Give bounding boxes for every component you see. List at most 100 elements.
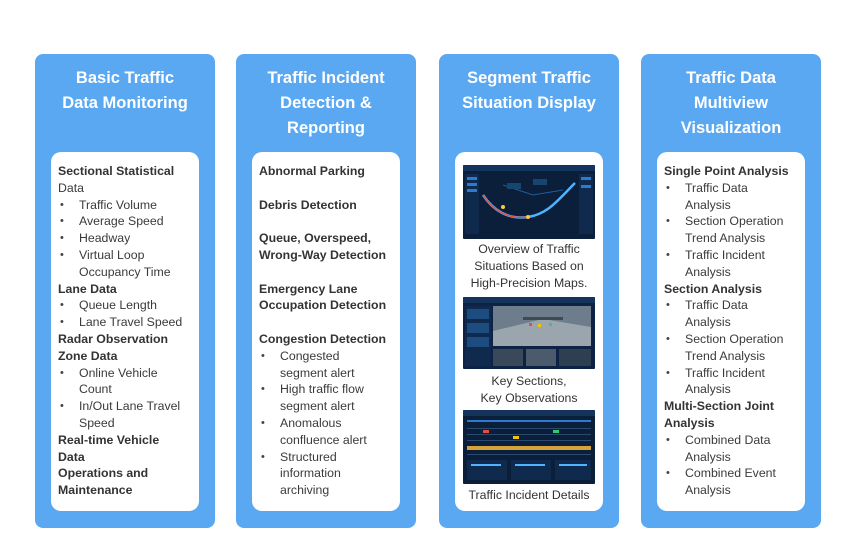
card-title-line: Situation Display	[462, 94, 596, 112]
card-title-line: Traffic Incident	[267, 69, 385, 87]
card-title-line: Visualization	[680, 119, 782, 137]
bullet-item-continuation: Analysis	[685, 449, 731, 464]
bullet-item: Combined Event	[664, 465, 802, 482]
card-title: Traffic Incident Detection & Reporting	[236, 66, 416, 141]
section-heading: Zone Data	[58, 348, 118, 363]
card-title-line: Detection &	[280, 94, 372, 112]
bullet-item: Traffic Data	[664, 180, 802, 197]
map-overview-caption: Overview of Traffic Situations Based on …	[455, 241, 603, 291]
bullet-item-continuation: archiving	[280, 483, 330, 498]
caption-line: High-Precision Maps.	[470, 275, 588, 290]
bullet-item-continuation: segment alert	[280, 365, 355, 380]
bullet-item: Online Vehicle	[58, 365, 196, 382]
bullet-item-continuation: Analysis	[685, 197, 731, 212]
bullet-item: Traffic Incident	[664, 365, 802, 382]
section-heading: Analysis	[664, 415, 715, 430]
card-title-line: Data Monitoring	[62, 94, 188, 112]
card-body: Overview of Traffic Situations Based on …	[455, 152, 603, 511]
card-title: Traffic Data Multiview Visualization	[641, 66, 821, 141]
bullet-item: Traffic Volume	[58, 197, 196, 214]
bullet-item-continuation: Analysis	[685, 264, 731, 279]
caption-line: Overview of Traffic	[478, 242, 580, 256]
bullet-item-continuation: segment alert	[280, 399, 355, 414]
section-heading: Debris Detection	[259, 197, 357, 212]
section-heading: Abnormal Parking	[259, 164, 365, 178]
map-overview-image	[463, 165, 595, 234]
bullet-item: Anomalous	[259, 415, 397, 432]
bullet-item-continuation: Speed	[79, 415, 115, 430]
bullet-item-continuation: Trend Analysis	[685, 348, 766, 363]
caption-line: Traffic Incident Details	[468, 488, 590, 502]
spacer	[259, 213, 397, 230]
card-title: Segment Traffic Situation Display	[439, 66, 619, 116]
section-heading: Radar Observation	[58, 331, 169, 346]
bullet-item-continuation: Occupancy Time	[79, 264, 171, 279]
bullet-item: Congested	[259, 348, 397, 365]
card-title: Basic Traffic Data Monitoring	[35, 66, 215, 116]
bullet-item: Queue Length	[58, 297, 196, 314]
card-title-line: Basic Traffic	[75, 69, 175, 87]
card-basic-traffic-data-monitoring: Basic Traffic Data Monitoring Sectional …	[35, 54, 215, 528]
section-heading: Lane Data	[58, 281, 117, 296]
bullet-item-continuation: information	[280, 466, 341, 481]
section-heading: Multi-Section Joint	[664, 399, 774, 414]
card-body: Single Point AnalysisTraffic DataAnalysi…	[657, 152, 805, 511]
bullet-item-continuation: Trend Analysis	[685, 231, 766, 246]
bullet-item: Section Operation	[664, 213, 802, 230]
bullet-item: Section Operation	[664, 331, 802, 348]
bullet-item: Lane Travel Speed	[58, 314, 196, 331]
bullet-item: In/Out Lane Travel	[58, 398, 196, 415]
key-sections-image	[463, 297, 595, 366]
section-heading: Congestion Detection	[259, 331, 387, 346]
bullet-item: Average Speed	[58, 213, 196, 230]
bullet-item: Combined Data	[664, 432, 802, 449]
bullet-item: Virtual Loop	[58, 247, 196, 264]
section-heading: Real-time Vehicle	[58, 432, 160, 447]
card-title-line: Traffic Data	[686, 69, 776, 87]
key-sections-screenshot	[463, 297, 595, 369]
section-heading: Queue, Overspeed,	[259, 231, 372, 246]
bullet-item: Traffic Incident	[664, 247, 802, 264]
card-segment-traffic-situation: Segment Traffic Situation Display	[439, 54, 619, 528]
bullet-item: High traffic flow	[259, 381, 397, 398]
spacer	[259, 314, 397, 331]
section-heading: Sectional Statistical	[58, 164, 175, 178]
bullet-item-continuation: Analysis	[685, 483, 731, 498]
card-title-line: Reporting	[287, 119, 365, 137]
bullet-item-continuation: Analysis	[685, 315, 731, 330]
bullet-item-continuation: confluence alert	[280, 432, 367, 447]
caption-line: Situations Based on	[474, 258, 584, 273]
feature-list: Single Point AnalysisTraffic DataAnalysi…	[664, 163, 802, 499]
bullet-item-continuation: Analysis	[685, 382, 731, 397]
section-heading: Occupation Detection	[259, 298, 387, 313]
card-traffic-incident-detection: Traffic Incident Detection & Reporting A…	[236, 54, 416, 528]
card-traffic-data-visualization: Traffic Data Multiview Visualization Sin…	[641, 54, 821, 528]
section-heading: Operations and	[58, 466, 149, 481]
spacer	[259, 180, 397, 197]
section-heading: Maintenance	[58, 483, 133, 498]
card-body: Sectional StatisticalDataTraffic VolumeA…	[51, 152, 199, 511]
section-heading: Emergency Lane	[259, 281, 358, 296]
bullet-item: Structured	[259, 449, 397, 466]
bullet-item: Headway	[58, 230, 196, 247]
caption-line: Key Sections,	[491, 374, 567, 388]
key-sections-caption: Key Sections, Key Observations	[455, 373, 603, 407]
section-heading: Section Analysis	[664, 281, 762, 296]
card-title-line: Segment Traffic	[467, 69, 591, 87]
card-title-line: Multiview	[693, 94, 769, 112]
feature-list: Sectional StatisticalDataTraffic VolumeA…	[58, 163, 196, 499]
incident-details-screenshot	[463, 410, 595, 484]
section-heading: Data	[58, 449, 85, 464]
section-heading: Wrong-Way Detection	[259, 247, 387, 262]
bullet-item: Traffic Data	[664, 297, 802, 314]
bullet-item-continuation: Count	[79, 382, 112, 397]
spacer	[259, 264, 397, 281]
map-overview-screenshot	[463, 165, 595, 239]
caption-line: Key Observations	[480, 390, 578, 405]
incident-details-image	[463, 410, 595, 480]
section-heading: Single Point Analysis	[664, 164, 789, 178]
incident-details-caption: Traffic Incident Details	[455, 487, 603, 504]
heading-continuation: Data	[58, 180, 84, 195]
